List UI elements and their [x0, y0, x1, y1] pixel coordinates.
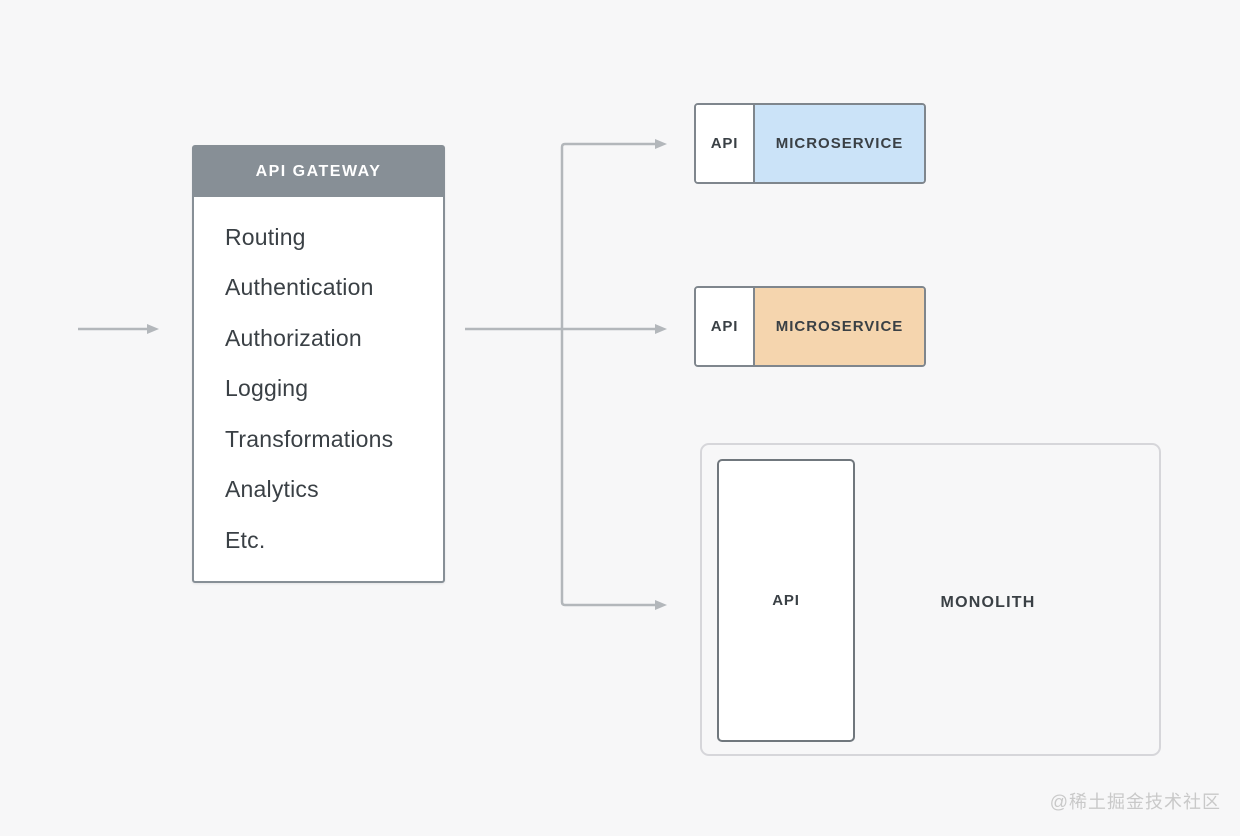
microservice-top-label: MICROSERVICE [755, 105, 924, 182]
microservice-box-middle: API MICROSERVICE [694, 286, 926, 367]
monolith-api-box: API [717, 459, 855, 742]
monolith-container: API MONOLITH [700, 443, 1161, 756]
microservice-middle-label: MICROSERVICE [755, 288, 924, 365]
gateway-feature-authorization: Authorization [225, 324, 362, 351]
branch-to-top-service-arrow [560, 139, 667, 329]
gateway-feature-etc: Etc. [225, 526, 266, 553]
gateway-feature-transformations: Transformations [225, 425, 394, 452]
gateway-feature-list: Routing Authentication Authorization Log… [194, 197, 443, 566]
monolith-label: MONOLITH [940, 594, 1036, 611]
microservice-middle-api-section: API [696, 288, 755, 365]
gateway-feature-authentication: Authentication [225, 274, 374, 301]
gateway-feature-logging: Logging [225, 375, 309, 402]
microservice-box-top: API MICROSERVICE [694, 103, 926, 184]
branch-to-monolith-arrow [560, 329, 667, 610]
microservice-top-api-section: API [696, 105, 755, 182]
api-gateway-header: API GATEWAY [194, 147, 443, 197]
gateway-feature-analytics: Analytics [225, 476, 319, 503]
watermark: @稀土掘金技术社区 [1049, 792, 1221, 812]
api-gateway-title: API GATEWAY [255, 163, 382, 180]
gateway-feature-routing: Routing [225, 223, 306, 250]
api-gateway-box: API GATEWAY Routing Authentication Autho… [192, 145, 445, 583]
